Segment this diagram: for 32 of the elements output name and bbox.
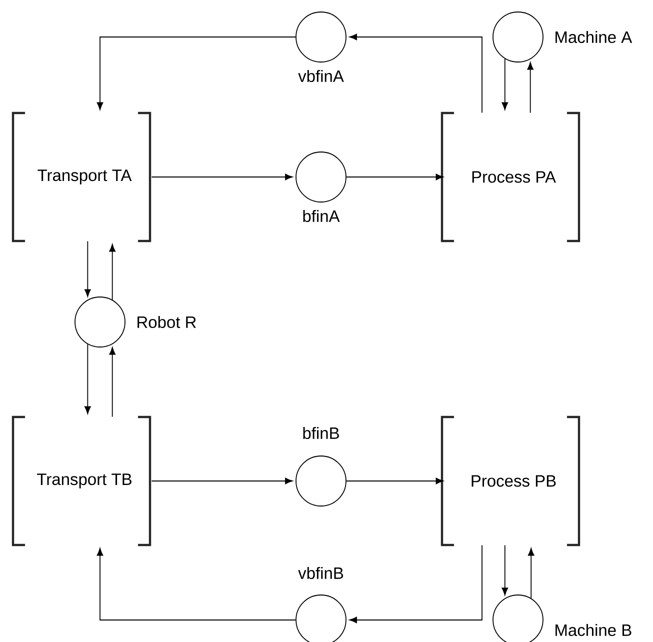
arrow [349, 544, 482, 624]
arrow [346, 174, 444, 180]
arrow [346, 478, 444, 484]
arrow [528, 548, 534, 599]
arrow [502, 544, 508, 596]
arrow [527, 62, 534, 114]
place-label: Machine A [556, 30, 632, 44]
place-circle [296, 152, 346, 202]
transition-bracket: Transport TA [12, 112, 152, 242]
arrow [84, 240, 91, 297]
arrow [84, 344, 91, 414]
place-label: vbfinB [298, 566, 344, 580]
place-circle [492, 12, 544, 62]
place-circle [296, 456, 346, 506]
place-label: Robot R [138, 316, 196, 328]
arrow [151, 174, 293, 180]
place-label: bfinA [303, 210, 340, 222]
transition-bracket: Process PA [440, 112, 580, 242]
arrow [349, 34, 482, 114]
transition-bracket: Process PB [440, 416, 580, 546]
place-circle [296, 12, 346, 62]
arrow [96, 36, 296, 110]
place-circle [74, 296, 126, 348]
place-label: bfinB [303, 426, 339, 440]
arrow [109, 347, 116, 418]
transition-bracket: Transport TB [12, 416, 152, 546]
arrow [502, 58, 508, 110]
arrow [96, 548, 296, 620]
arrow [109, 244, 116, 300]
arrow [151, 478, 293, 484]
place-label: Machine B [556, 624, 632, 636]
place-label: vbfinA [298, 70, 344, 82]
